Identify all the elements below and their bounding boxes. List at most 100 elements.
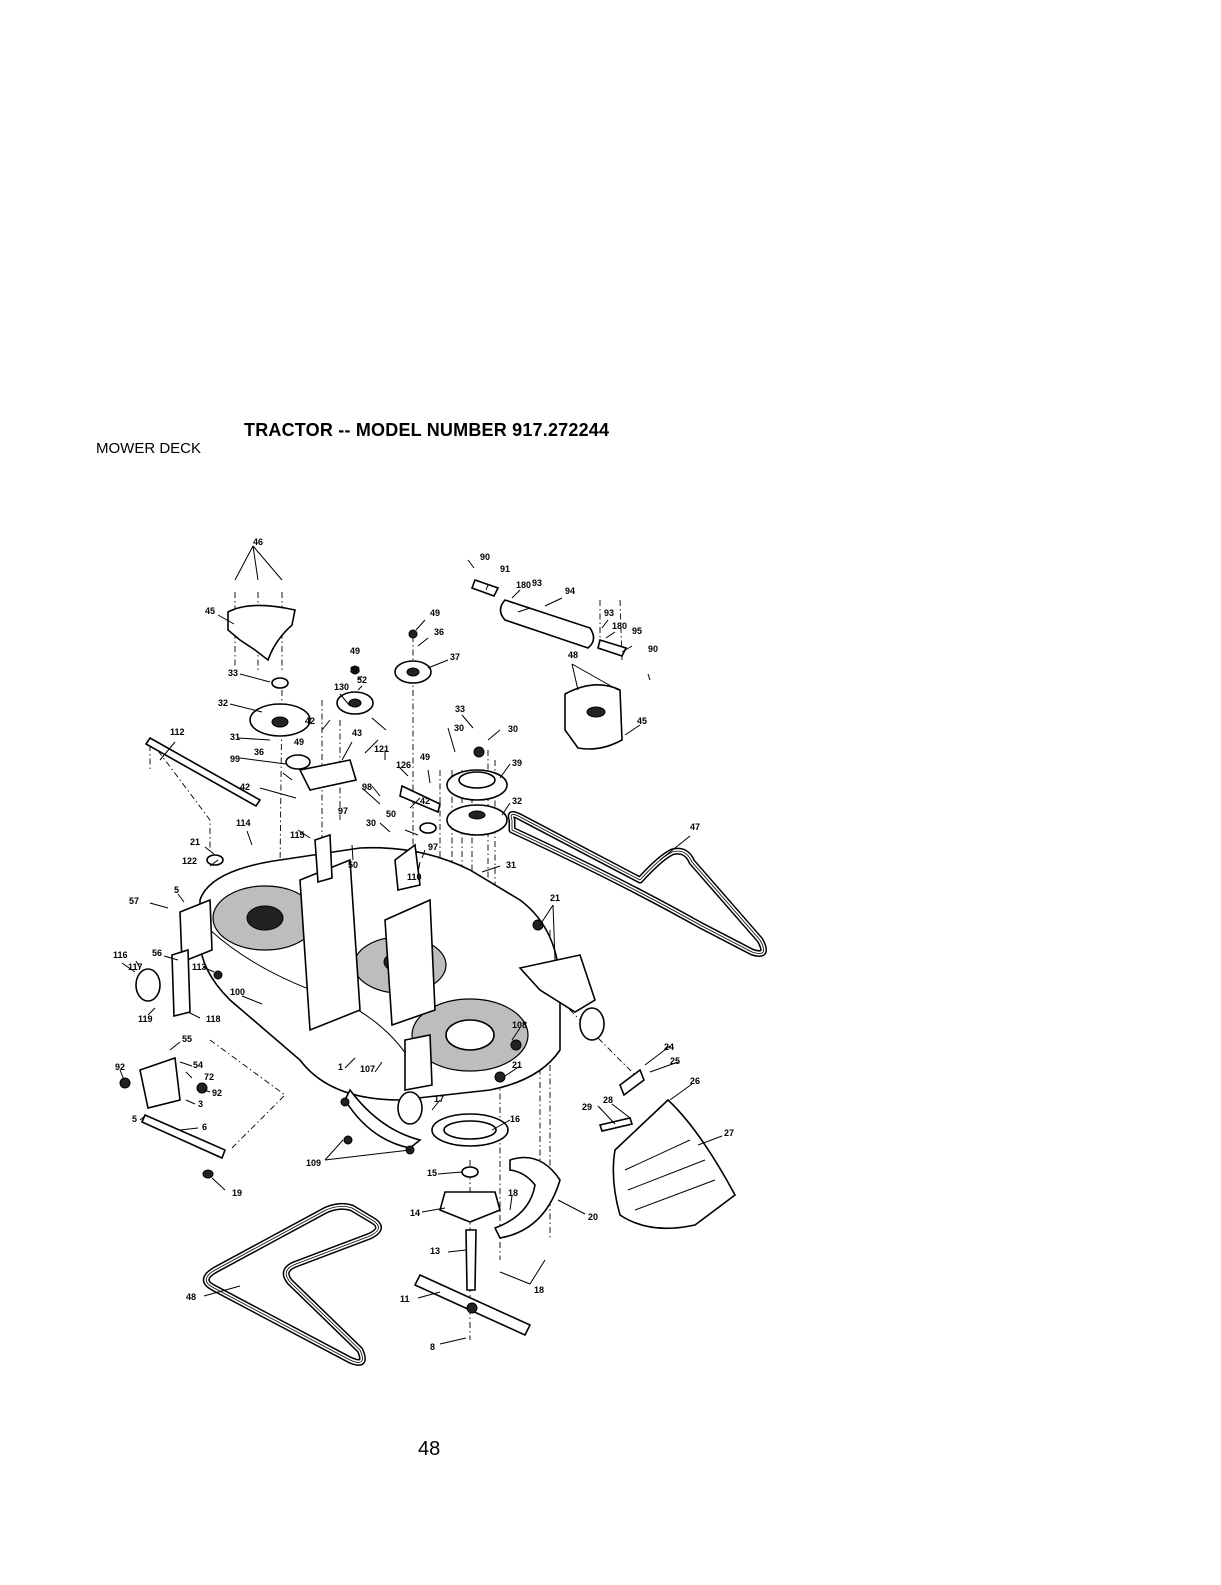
callout-50: 50	[348, 860, 358, 870]
callout-113: 113	[192, 962, 207, 972]
callout-97: 97	[338, 806, 348, 816]
callout-24: 24	[664, 1042, 674, 1052]
callout-26: 26	[690, 1076, 700, 1086]
callout-114: 114	[236, 818, 251, 828]
page-number: 48	[418, 1438, 441, 1460]
callout-110: 110	[407, 872, 422, 882]
callout-28: 28	[603, 1095, 613, 1105]
callout-48: 48	[186, 1292, 196, 1302]
section-title: MOWER DECK	[96, 440, 201, 457]
callout-30: 30	[366, 818, 376, 828]
callout-47: 47	[690, 822, 700, 832]
callout-118: 118	[206, 1014, 221, 1024]
callout-92: 92	[212, 1088, 222, 1098]
callout-42: 42	[305, 716, 315, 726]
callout-29: 29	[582, 1102, 592, 1112]
upper-pulleys	[249, 629, 508, 836]
part-callouts: 4645333231369942491304249365243493637909…	[113, 537, 734, 1352]
callout-122: 122	[182, 856, 197, 866]
callout-94: 94	[565, 586, 575, 596]
callout-99: 99	[230, 754, 240, 764]
callout-21: 21	[190, 837, 200, 847]
callout-18: 18	[534, 1285, 544, 1295]
callout-5: 5	[132, 1114, 137, 1124]
callout-56: 56	[152, 948, 162, 958]
callout-17: 17	[434, 1094, 444, 1104]
callout-55: 55	[182, 1034, 192, 1044]
callout-30: 30	[508, 724, 518, 734]
callout-49: 49	[430, 608, 440, 618]
leader-lines	[119, 545, 723, 1345]
callout-117: 117	[128, 962, 143, 972]
callout-36: 36	[254, 747, 264, 757]
callout-95: 95	[632, 626, 642, 636]
callout-39: 39	[512, 758, 522, 768]
callout-42: 42	[240, 782, 250, 792]
callout-49: 49	[294, 737, 304, 747]
discharge-chute	[612, 1098, 737, 1230]
callout-119: 119	[138, 1014, 153, 1024]
callout-90: 90	[648, 644, 658, 654]
callout-180: 180	[516, 580, 531, 590]
callout-25: 25	[670, 1056, 680, 1066]
callout-130: 130	[334, 682, 349, 692]
callout-36: 36	[350, 665, 360, 675]
callout-18: 18	[508, 1188, 518, 1198]
page-title: TRACTOR -- MODEL NUMBER 917.272244	[244, 420, 610, 440]
callout-126: 126	[396, 760, 411, 770]
callout-98: 98	[362, 782, 372, 792]
callout-109: 109	[306, 1158, 321, 1168]
callout-43: 43	[352, 728, 362, 738]
callout-14: 14	[410, 1208, 420, 1218]
callout-108: 108	[512, 1020, 527, 1030]
callout-115: 115	[290, 830, 305, 840]
callout-8: 8	[430, 1342, 435, 1352]
callout-31: 31	[230, 732, 240, 742]
misc-hardware	[119, 578, 645, 1314]
callout-21: 21	[550, 893, 560, 903]
callout-27: 27	[724, 1128, 734, 1138]
belt-covers	[227, 604, 623, 750]
callout-30: 30	[454, 723, 464, 733]
callout-1: 1	[338, 1062, 343, 1072]
callout-49: 49	[350, 646, 360, 656]
callout-45: 45	[637, 716, 647, 726]
callout-21: 21	[512, 1060, 522, 1070]
callout-52: 52	[357, 675, 367, 685]
callout-93: 93	[532, 578, 542, 588]
callout-19: 19	[232, 1188, 242, 1198]
callout-57: 57	[129, 896, 139, 906]
callout-48: 48	[568, 650, 578, 660]
callout-93: 93	[604, 608, 614, 618]
callout-36: 36	[434, 627, 444, 637]
callout-37: 37	[450, 652, 460, 662]
callout-72: 72	[204, 1072, 214, 1082]
callout-20: 20	[588, 1212, 598, 1222]
callout-97: 97	[428, 842, 438, 852]
callout-112: 112	[170, 727, 185, 737]
callout-107: 107	[360, 1064, 375, 1074]
callout-90: 90	[480, 552, 490, 562]
callout-92: 92	[115, 1062, 125, 1072]
callout-5: 5	[174, 885, 179, 895]
callout-33: 33	[228, 668, 238, 678]
callout-32: 32	[512, 796, 522, 806]
callout-49: 49	[420, 752, 430, 762]
callout-3: 3	[198, 1099, 203, 1109]
callout-32: 32	[218, 698, 228, 708]
callout-54: 54	[193, 1060, 203, 1070]
callout-45: 45	[205, 606, 215, 616]
callout-91: 91	[500, 564, 510, 574]
spindle-blade-assembly	[135, 968, 605, 1337]
callout-50: 50	[386, 809, 396, 819]
callout-6: 6	[202, 1122, 207, 1132]
callout-33: 33	[455, 704, 465, 714]
callout-121: 121	[374, 744, 389, 754]
callout-31: 31	[506, 860, 516, 870]
callout-42: 42	[420, 796, 430, 806]
callout-180: 180	[612, 621, 627, 631]
callout-15: 15	[427, 1168, 437, 1178]
callout-11: 11	[400, 1294, 410, 1304]
callout-116: 116	[113, 950, 128, 960]
